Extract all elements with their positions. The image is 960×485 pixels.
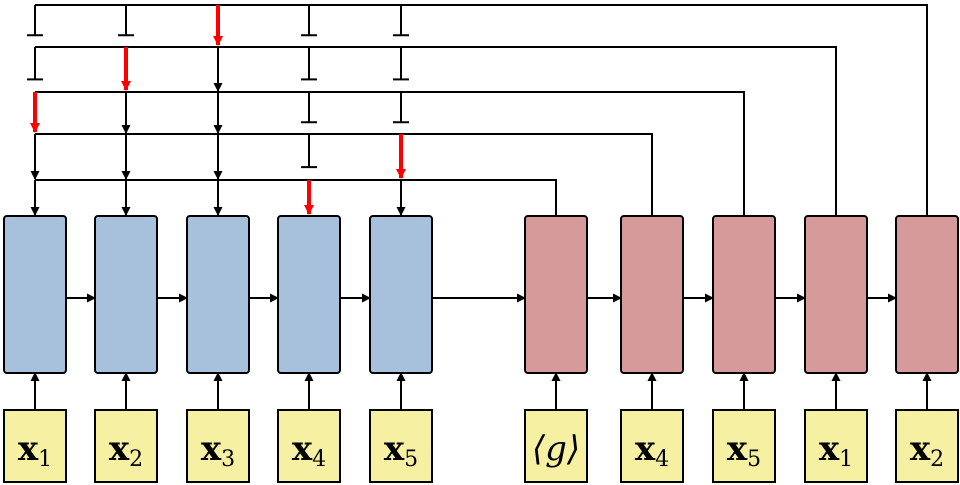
decoder-input-3: x5 (712, 372, 776, 483)
decoder-input-2: x4 (620, 372, 684, 483)
input-label: x2 (910, 429, 944, 472)
input-symbol: x (910, 429, 931, 469)
input-box (94, 409, 158, 483)
input-label: x4 (635, 429, 669, 472)
encoder-cell-2 (94, 215, 158, 374)
input-box (369, 409, 433, 483)
input-subscript: 1 (839, 447, 853, 472)
input-subscript: 1 (38, 447, 52, 472)
encoder-cell-1 (3, 215, 67, 374)
decoder (524, 215, 959, 374)
input-label: x5 (727, 429, 761, 472)
attention-line-step-4 (35, 46, 837, 216)
encoder (3, 215, 526, 374)
decoder-input-5: x2 (895, 372, 959, 483)
input-symbol: x (727, 429, 748, 469)
input-label: x5 (384, 429, 418, 472)
input-label: x3 (201, 429, 235, 472)
encoder-cell-4 (277, 215, 341, 374)
input-box (524, 409, 588, 483)
input-box (277, 409, 341, 483)
attention-wires (27, 4, 928, 216)
attention-line-step-2 (35, 133, 653, 216)
input-subscript: 4 (655, 447, 669, 472)
decoder-cell-4 (804, 215, 868, 374)
encoder-input-3: x3 (186, 372, 250, 483)
encoder-input-5: x5 (369, 372, 433, 483)
input-subscript: 4 (312, 447, 326, 472)
input-subscript: 2 (129, 447, 143, 472)
input-symbol: x (18, 429, 39, 469)
encoder-input-2: x2 (94, 372, 158, 483)
decoder-input-4: x1 (804, 372, 868, 483)
encoder-input-1: x1 (3, 372, 67, 483)
input-label: x4 (292, 429, 326, 472)
input-box (804, 409, 868, 483)
input-subscript: 2 (930, 447, 944, 472)
input-label: ⟨g⟩ (532, 429, 580, 469)
attention-line-step-3 (35, 91, 745, 216)
attention-line-step-1 (35, 179, 557, 216)
input-box (3, 409, 67, 483)
input-symbol: x (292, 429, 313, 469)
input-symbol: x (635, 429, 656, 469)
input-subscript: 5 (747, 447, 761, 472)
input-symbol: x (819, 429, 840, 469)
input-box (620, 409, 684, 483)
decoder-cell-2 (620, 215, 684, 374)
encoder-cell-5 (369, 215, 433, 374)
input-box (712, 409, 776, 483)
input-subscript: 3 (221, 447, 235, 472)
decoder-input-1: ⟨g⟩ (524, 372, 588, 483)
input-symbol: x (109, 429, 130, 469)
input-symbol: x (201, 429, 222, 469)
encoder-input-4: x4 (277, 372, 341, 483)
input-label: x2 (109, 429, 143, 472)
decoder-cell-1 (524, 215, 588, 374)
input-symbol: x (384, 429, 405, 469)
decoder-cell-3 (712, 215, 776, 374)
decoder-cell-5 (895, 215, 959, 374)
input-symbol: ⟨g⟩ (532, 429, 580, 469)
attention-line-step-5 (35, 4, 928, 216)
input-label: x1 (18, 429, 52, 472)
encoder-cell-3 (186, 215, 250, 374)
input-subscript: 5 (404, 447, 418, 472)
input-box (186, 409, 250, 483)
input-label: x1 (819, 429, 853, 472)
